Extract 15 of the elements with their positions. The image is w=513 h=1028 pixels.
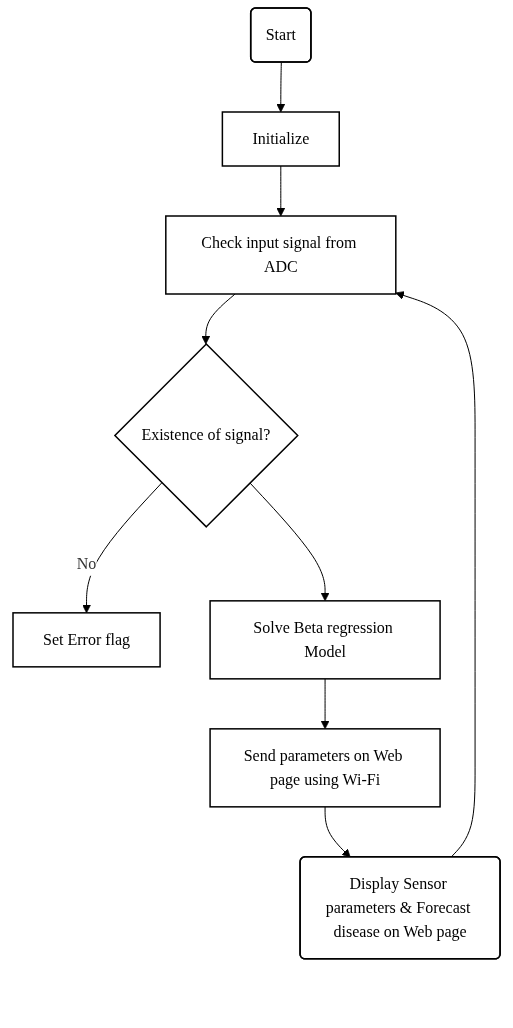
arrow [276,62,286,113]
arrow [395,291,476,858]
arrow [324,806,351,858]
node-box: Solve Beta regression Model [209,600,441,680]
arrow [249,482,330,602]
node-box: Check input signal from ADC [165,215,397,295]
arrow [82,482,163,614]
edge-label: No [76,554,97,572]
node-box: Send parameters on Web page using Wi-Fi [209,728,441,808]
node-box: Set Error flag [12,612,161,668]
node-box: Initialize [221,111,340,167]
node-diamond: Existence of signal? [113,342,299,528]
arrow [276,165,286,217]
arrow [201,293,236,345]
arrow [320,678,330,730]
